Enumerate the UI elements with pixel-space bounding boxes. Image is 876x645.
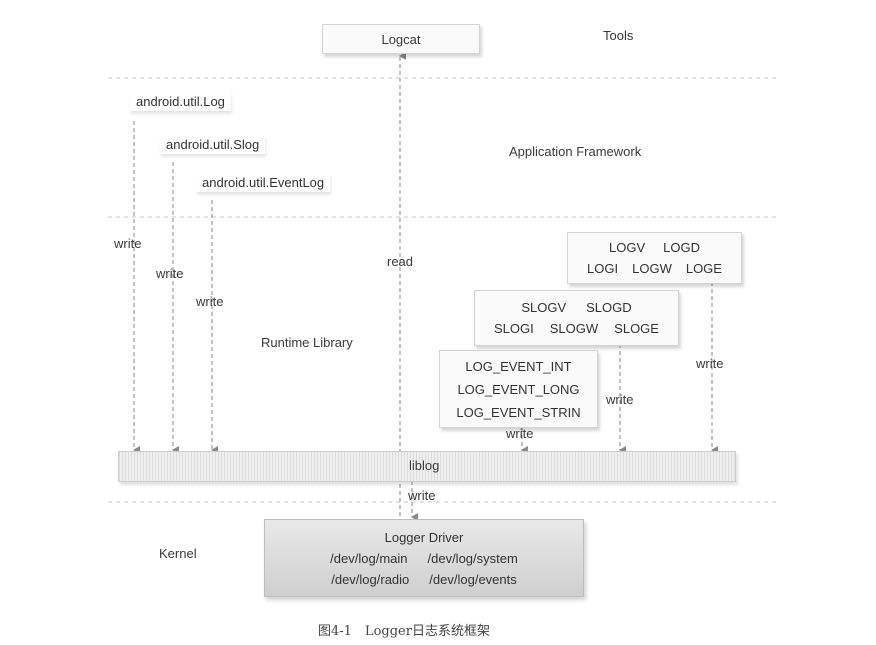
macro-slogv: SLOGV xyxy=(521,300,567,315)
arrow-label-write-slog: write xyxy=(156,266,184,281)
arrow-label-write-liblog: write xyxy=(408,488,436,503)
macro-logd: LOGD xyxy=(663,240,700,255)
device-radio: /dev/log/radio xyxy=(331,571,410,587)
macro-log-event-string: LOG_EVENT_STRIN xyxy=(456,404,581,420)
macro-log-event-int: LOG_EVENT_INT xyxy=(465,358,572,374)
liblog-label: liblog xyxy=(409,458,440,473)
layer-label-kernel: Kernel xyxy=(159,546,197,561)
macro-slogd: SLOGD xyxy=(586,300,632,315)
macro-loge: LOGE xyxy=(685,261,722,276)
device-events: /dev/log/events xyxy=(429,571,517,587)
macro-logw: LOGW xyxy=(632,261,672,276)
liblog-bar: liblog xyxy=(118,451,736,482)
macro-logi: LOGI xyxy=(587,261,619,276)
java-api-slog: android.util.Slog xyxy=(160,135,266,154)
macro-slogi: SLOGI xyxy=(494,321,534,336)
java-api-eventlog: android.util.EventLog xyxy=(196,173,331,192)
driver-title: Logger Driver xyxy=(384,529,464,545)
layer-label-tools: Tools xyxy=(603,28,634,43)
arrow-label-read: read xyxy=(387,254,414,269)
slog-macros-box: SLOGV SLOGD SLOGI SLOGW SLOGE xyxy=(474,290,679,346)
layer-label-framework: Application Framework xyxy=(509,144,642,159)
arrow-label-write-log: write xyxy=(114,236,142,251)
macro-logv: LOGV xyxy=(609,240,646,255)
logger-driver-box: Logger Driver /dev/log/main /dev/log/sys… xyxy=(264,519,584,597)
log-macros-box: LOGV LOGD LOGI LOGW LOGE xyxy=(567,232,742,284)
device-system: /dev/log/system xyxy=(427,550,518,566)
layer-label-runtime: Runtime Library xyxy=(261,335,353,350)
figure-caption: 图4-1 Logger日志系统框架 xyxy=(318,624,490,639)
logcat-label: Logcat xyxy=(381,31,421,47)
arrow-label-write-slog-macros: write xyxy=(606,392,634,407)
macro-log-event-long: LOG_EVENT_LONG xyxy=(457,381,580,397)
macro-slogw: SLOGW xyxy=(549,321,599,336)
arrow-label-write-eventlog: write xyxy=(196,294,224,309)
arrow-label-write-log-macros: write xyxy=(696,356,724,371)
arrow-label-write-event-macros: write xyxy=(506,426,534,441)
logcat-box: Logcat xyxy=(322,24,480,54)
java-api-log: android.util.Log xyxy=(130,92,231,111)
device-main: /dev/log/main xyxy=(330,550,408,566)
event-macros-box: LOG_EVENT_INT LOG_EVENT_LONG LOG_EVENT_S… xyxy=(439,350,598,428)
macro-sloge: SLOGE xyxy=(614,321,659,336)
